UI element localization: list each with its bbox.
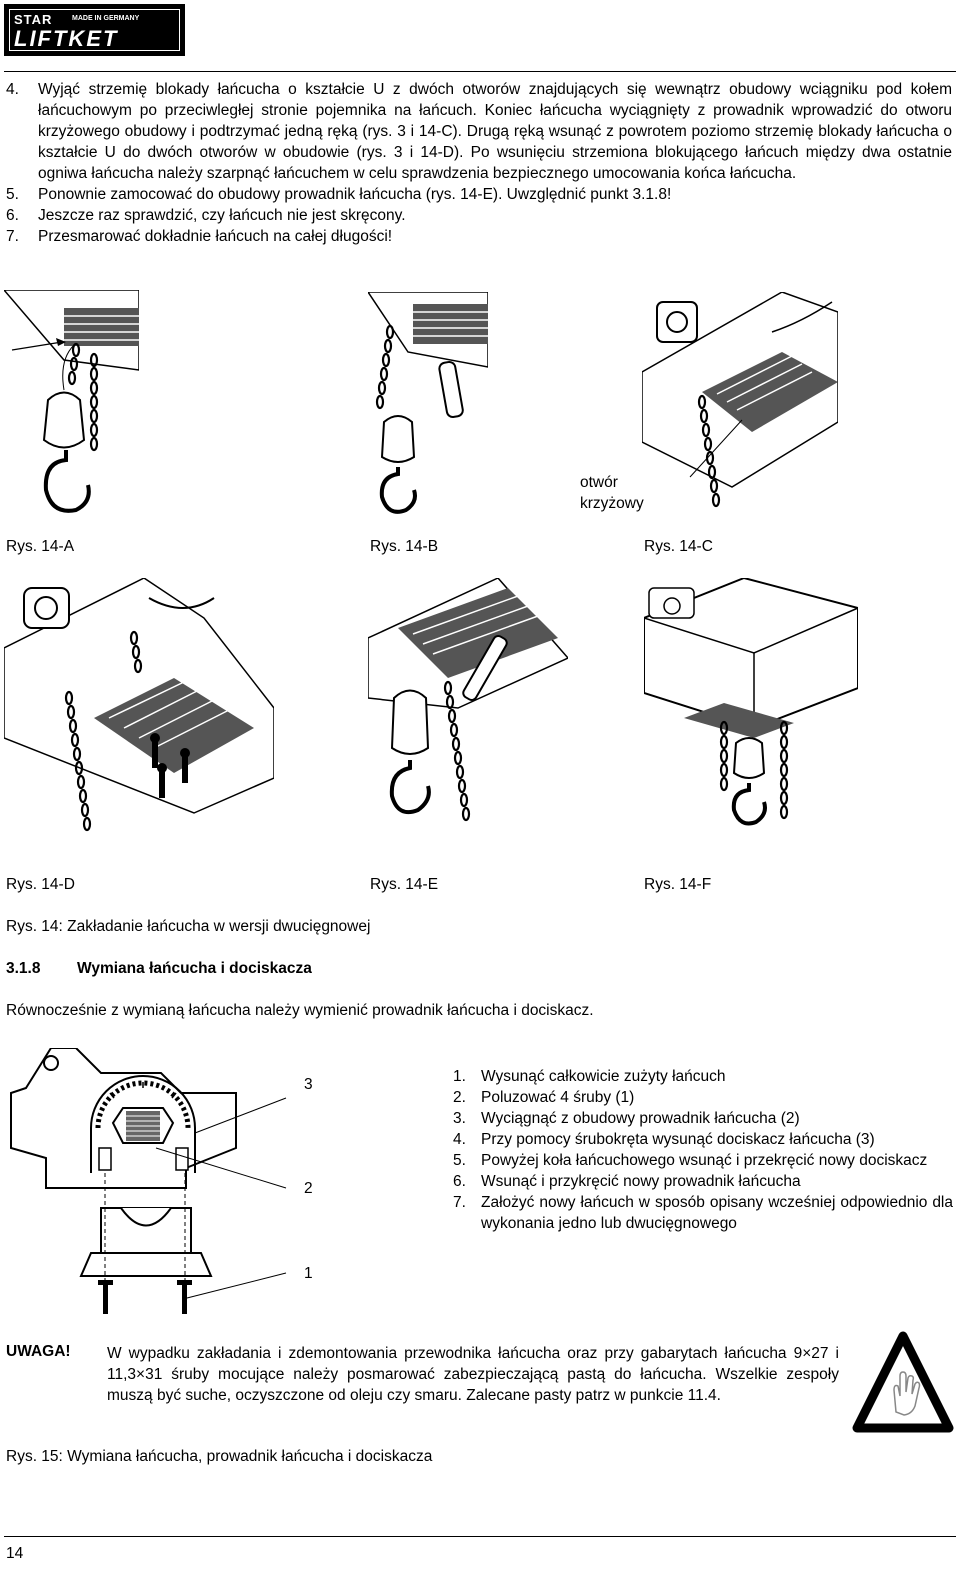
page-number: 14 <box>6 1545 24 1562</box>
list-item: 6. Wsunąć i przykręcić nowy prowadnik łań… <box>453 1171 953 1192</box>
step-number: 5. <box>6 186 19 203</box>
star-liftket-logo: STAR MADE IN GERMANY LIFTKET <box>4 4 185 56</box>
step-text: Ponownie zamocować do obudowy prowadnik … <box>38 186 672 203</box>
list-number: 1. <box>453 1068 466 1085</box>
logo-bottom-text: LIFTKET <box>14 26 119 51</box>
steps-bottom: 1. Wysunąć całkowicie zużyty łańcuch 2. Po… <box>453 1066 953 1234</box>
list-text: Wysunąć całkowicie zużyty łańcuch <box>481 1068 726 1085</box>
list-item: 1. Wysunąć całkowicie zużyty łańcuch <box>453 1066 953 1087</box>
figure-14e-illustration <box>368 578 568 843</box>
section-intro: Równocześnie z wymianą łańcucha należy w… <box>6 1002 594 1019</box>
figure-14f-caption: Rys. 14-F <box>644 876 712 893</box>
step-text: Jeszcze raz sprawdzić, czy łańcuch nie j… <box>38 207 406 224</box>
footer-divider <box>4 1536 956 1537</box>
list-number: 3. <box>453 1110 466 1127</box>
section-number: 3.1.8 <box>6 960 41 977</box>
list-text: Założyć nowy łańcuch w sposób opisany wc… <box>481 1194 953 1232</box>
step-7: 7. Przesmarować dokładnie łańcuch na cał… <box>6 226 952 247</box>
warning-label: UWAGA! <box>6 1343 71 1360</box>
figure-14c-caption: Rys. 14-C <box>644 538 713 555</box>
warning-hand-icon <box>852 1330 954 1435</box>
figure-14a-illustration <box>4 290 139 520</box>
section-title: Wymiana łańcucha i dociskacza <box>77 960 312 977</box>
figure-14b-caption: Rys. 14-B <box>370 538 439 555</box>
list-item: 7. Założyć nowy łańcuch w sposób opisany … <box>453 1192 953 1234</box>
header-divider <box>4 71 956 72</box>
figure-14d-caption: Rys. 14-D <box>6 876 75 893</box>
warning-text: W wypadku zakładania i zdemontowania prz… <box>107 1345 839 1404</box>
step-text: Przesmarować dokładnie łańcuch na całej … <box>38 228 393 245</box>
list-item: 3. Wyciągnąć z obudowy prowadnik łańcucha… <box>453 1108 953 1129</box>
list-number: 2. <box>453 1089 466 1106</box>
list-number: 6. <box>453 1173 466 1190</box>
step-6: 6. Jeszcze raz sprawdzić, czy łańcuch ni… <box>6 205 952 226</box>
list-text: Przy pomocy śrubokręta wysunąć dociskacz… <box>481 1131 875 1148</box>
step-number: 6. <box>6 207 19 224</box>
list-number: 4. <box>453 1131 466 1148</box>
step-number: 7. <box>6 228 19 245</box>
figure-14c-illustration <box>642 292 838 517</box>
annotation-line-2: krzyżowy <box>580 495 644 512</box>
figure-14b-illustration <box>368 292 488 522</box>
list-item: 5. Powyżej koła łańcuchowego wsunąć i prz… <box>453 1150 953 1171</box>
list-number: 7. <box>453 1194 466 1211</box>
callout-label-3: 3 <box>304 1076 313 1093</box>
figure-15-illustration <box>6 1048 296 1318</box>
list-number: 5. <box>453 1152 466 1169</box>
figure-15-caption: Rys. 15: Wymiana łańcucha, prowadnik łań… <box>6 1448 433 1465</box>
figure-14a-caption: Rys. 14-A <box>6 538 75 555</box>
logo-made-text: MADE IN GERMANY <box>72 15 140 22</box>
step-5: 5. Ponownie zamocować do obudowy prowadn… <box>6 184 952 205</box>
figure-14c-annotation: otwór krzyżowy <box>580 472 644 514</box>
list-item: 2. Poluzować 4 śruby (1) <box>453 1087 953 1108</box>
figure-14f-illustration <box>644 578 858 843</box>
figure-14-caption: Rys. 14: Zakładanie łańcucha w wersji dw… <box>6 918 371 935</box>
steps-top: 4. Wyjąć strzemię blokady łańcucha o ksz… <box>6 79 952 247</box>
figure-14e-caption: Rys. 14-E <box>370 876 439 893</box>
step-text: Wyjąć strzemię blokady łańcucha o kształ… <box>38 81 952 182</box>
list-text: Poluzować 4 śruby (1) <box>481 1089 635 1106</box>
list-text: Wyciągnąć z obudowy prowadnik łańcucha (… <box>481 1110 800 1127</box>
list-text: Powyżej koła łańcuchowego wsunąć i przek… <box>481 1152 928 1169</box>
step-number: 4. <box>6 81 19 98</box>
logo-top-text: STAR <box>14 12 53 27</box>
callout-label-2: 2 <box>304 1180 313 1197</box>
list-item: 4. Przy pomocy śrubokręta wysunąć dociska… <box>453 1129 953 1150</box>
annotation-line-1: otwór <box>580 474 618 491</box>
step-4: 4. Wyjąć strzemię blokady łańcucha o ksz… <box>6 79 952 184</box>
callout-label-1: 1 <box>304 1265 313 1282</box>
figure-14d-illustration <box>4 578 274 843</box>
list-text: Wsunąć i przykręcić nowy prowadnik łańcu… <box>481 1173 801 1190</box>
